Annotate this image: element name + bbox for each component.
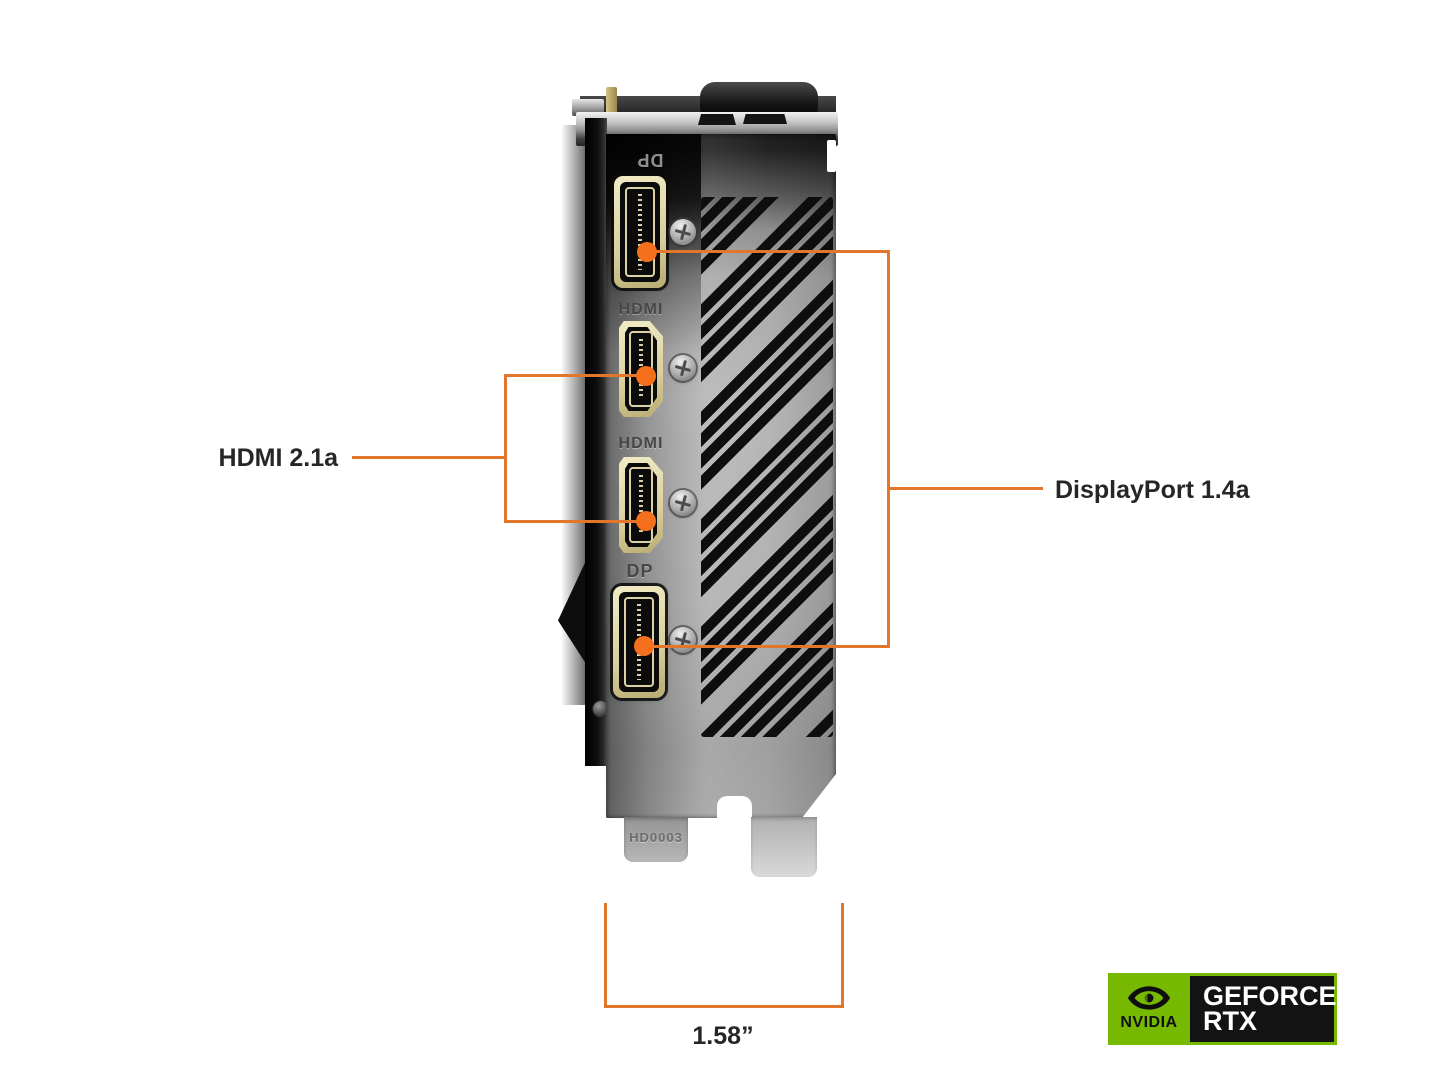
port-label-hdmi-1: HDMI — [618, 301, 664, 318]
hdmi-callout-line-top — [504, 374, 646, 377]
bracket-right-step — [827, 140, 836, 172]
nvidia-wordmark: NVIDIA — [1120, 1014, 1178, 1031]
hdmi-callout-line — [352, 456, 505, 459]
bracket-foot-left: HD0003 — [624, 817, 688, 862]
hdmi-port-2-marker — [636, 511, 656, 531]
hdmi-callout-label: HDMI 2.1a — [218, 444, 338, 472]
port-pins — [639, 475, 643, 535]
gold-pin — [606, 87, 617, 115]
dp-top-marker — [637, 242, 657, 262]
dimension-label: 1.58” — [692, 1022, 754, 1050]
badge-product-line2: RTX — [1203, 1006, 1257, 1036]
badge-black-section: GEFORCE RTX — [1190, 976, 1337, 1042]
port-label-dp-top: DP — [636, 150, 664, 170]
badge-product-line1: GEFORCE — [1203, 981, 1337, 1011]
bracket-stamp: HD0003 — [629, 830, 683, 845]
dp-callout-line-top — [650, 250, 890, 253]
bracket-foot-right — [751, 817, 817, 877]
dp-bottom-marker — [634, 636, 654, 656]
hdmi-callout-line-bottom — [504, 520, 646, 523]
port-pins — [638, 194, 642, 270]
hdmi-port-2 — [619, 457, 663, 553]
dp-callout-line-bottom — [646, 645, 890, 648]
gpu-rear-bracket: DP HDMI HDMI DP — [606, 134, 836, 818]
hdmi-callout-bracket — [504, 375, 507, 523]
port-label-hdmi-2: HDMI — [618, 435, 664, 452]
displayport-callout-label: DisplayPort 1.4a — [1055, 476, 1250, 504]
dp-callout-bracket — [887, 250, 890, 648]
card-edge-strip — [585, 118, 607, 766]
badge-green-section: NVIDIA — [1108, 973, 1190, 1045]
vent-grille — [701, 197, 833, 737]
lip-notch — [698, 114, 736, 125]
displayport-top — [614, 176, 666, 288]
bracket-left-ear — [572, 99, 604, 116]
port-ring — [629, 467, 653, 543]
dimension-bracket-left — [604, 903, 607, 1008]
port-label-dp-bottom: DP — [626, 561, 654, 581]
hdmi-port-1-marker — [636, 366, 656, 386]
bracket-bottom-notch — [717, 796, 752, 818]
bracket-corner-cut — [802, 774, 836, 818]
dimension-bracket-right — [841, 903, 844, 1008]
nvidia-eye-icon — [1127, 986, 1171, 1010]
dimension-bracket-base — [604, 1005, 844, 1008]
dp-callout-line — [887, 487, 1043, 490]
lip-notch — [743, 114, 787, 124]
geforce-rtx-badge: NVIDIA GEFORCE RTX — [1108, 973, 1337, 1045]
port-ring — [625, 187, 655, 277]
